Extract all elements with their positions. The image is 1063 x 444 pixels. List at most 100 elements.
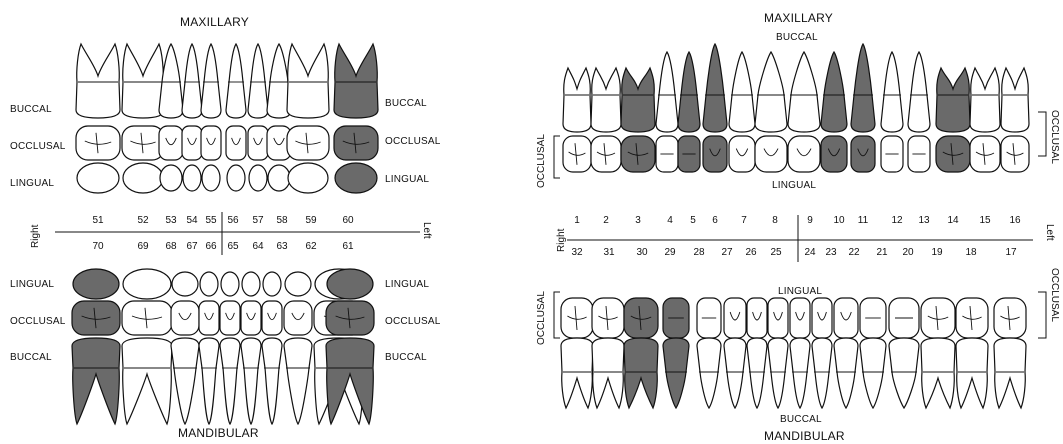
lower-lingual-65 [242, 272, 260, 296]
occlusal-bracket-lower-left [554, 292, 560, 338]
upper-occlusal-6 [703, 136, 727, 172]
lower-buccal-label: BUCCAL [10, 352, 52, 363]
upper-occlusal-52 [122, 126, 164, 160]
lower-lingual-66 [221, 272, 239, 296]
lower-lingual-67 [200, 272, 218, 296]
upper-tooth-56 [226, 44, 246, 118]
tooth-number-5: 5 [682, 215, 704, 226]
upper-buccal-label-right: BUCCAL [385, 98, 427, 109]
upper-occlusal-54 [182, 126, 202, 160]
upper-occlusal-60 [334, 126, 378, 160]
upper-occlusal-53 [159, 126, 183, 160]
lower-tooth-63 [284, 338, 312, 424]
upper-occlusal-5 [678, 136, 700, 172]
lower-occlusal-30 [624, 298, 658, 338]
occlusal-surface [326, 301, 374, 335]
tooth-number-60: 60 [337, 215, 359, 226]
tooth-number-53: 53 [160, 215, 182, 226]
tooth-outline [881, 52, 903, 132]
tooth-outline [199, 338, 219, 424]
tooth-number-28: 28 [688, 247, 710, 258]
tooth-outline [724, 338, 746, 408]
tooth-number-70: 70 [87, 241, 109, 252]
tooth-number-24: 24 [799, 247, 821, 258]
tooth-outline [755, 52, 787, 132]
upper-tooth-5 [678, 52, 700, 132]
upper-tooth-11 [851, 44, 875, 132]
tooth-number-69: 69 [132, 241, 154, 252]
occlusal-surface [72, 301, 120, 335]
occlusal-surface [591, 136, 621, 172]
lower-tooth-19 [921, 338, 955, 408]
upper-tooth-54 [182, 44, 202, 118]
upper-tooth-16 [1001, 68, 1029, 132]
upper-lingual-52 [123, 163, 163, 193]
lower-buccal-label: BUCCAL [780, 414, 822, 425]
occlusal-surface [621, 136, 655, 172]
occlusal-surface [851, 136, 875, 172]
lower-tooth-64 [262, 338, 282, 424]
upper-occlusal-8 [755, 136, 787, 172]
lower-occlusal-20 [889, 298, 919, 338]
occlusal-surface [790, 298, 810, 338]
occlusal-surface [921, 298, 955, 338]
tooth-outline [284, 338, 312, 424]
tooth-outline [851, 44, 875, 132]
lower-occlusal-63 [284, 301, 312, 335]
tooth-number-62: 62 [300, 241, 322, 252]
upper-occlusal-15 [970, 136, 1000, 172]
tooth-outline [592, 338, 624, 408]
occlusal-surface [226, 126, 246, 160]
tooth-number-32: 32 [566, 247, 588, 258]
occlusal-surface [592, 298, 624, 338]
tooth-number-15: 15 [974, 215, 996, 226]
upper-occlusal-59 [287, 126, 329, 160]
tooth-outline [220, 338, 240, 424]
lower-occlusal-66 [220, 301, 240, 335]
upper-tooth-2 [591, 68, 621, 132]
tooth-number-21: 21 [871, 247, 893, 258]
lower-occlusal-19 [921, 298, 955, 338]
tooth-number-31: 31 [598, 247, 620, 258]
tooth-outline [821, 52, 847, 132]
occlusal-bracket-upper-right [1038, 112, 1046, 156]
upper-tooth-51 [76, 44, 120, 118]
lower-tooth-66 [220, 338, 240, 424]
lower-tooth-70 [72, 338, 120, 424]
upper-tooth-13 [908, 52, 930, 132]
tooth-number-16: 16 [1004, 215, 1026, 226]
lower-lingual-64 [263, 272, 281, 296]
tooth-number-25: 25 [765, 247, 787, 258]
tooth-number-13: 13 [913, 215, 935, 226]
tooth-outline [994, 338, 1026, 408]
occlusal-surface [1001, 136, 1029, 172]
occlusal-surface [563, 136, 591, 172]
lower-tooth-17 [994, 338, 1026, 408]
upper-tooth-53 [159, 44, 183, 118]
upper-tooth-15 [970, 68, 1000, 132]
occlusal-surface [287, 126, 329, 160]
tooth-outline [621, 68, 655, 132]
lower-occlusal-label-right: OCCLUSAL [1049, 268, 1060, 322]
lower-tooth-20 [889, 338, 919, 408]
upper-occlusal-label-right: OCCLUSAL [1049, 110, 1060, 164]
tooth-number-61: 61 [337, 241, 359, 252]
occlusal-surface [76, 126, 120, 160]
tooth-outline [956, 338, 988, 408]
tooth-number-4: 4 [659, 215, 681, 226]
tooth-outline [624, 338, 658, 408]
occlusal-surface [703, 136, 727, 172]
tooth-outline [561, 338, 593, 408]
lower-occlusal-18 [956, 298, 988, 338]
upper-occlusal-14 [936, 136, 970, 172]
tooth-outline [860, 338, 886, 408]
lower-tooth-67 [199, 338, 219, 424]
lower-occlusal-26 [747, 298, 767, 338]
tooth-number-57: 57 [247, 215, 269, 226]
upper-occlusal-3 [621, 136, 655, 172]
tooth-outline [287, 44, 329, 118]
occlusal-surface [241, 301, 261, 335]
occlusal-surface [956, 298, 988, 338]
tooth-outline [248, 44, 268, 118]
upper-lingual-label: LINGUAL [772, 180, 816, 191]
